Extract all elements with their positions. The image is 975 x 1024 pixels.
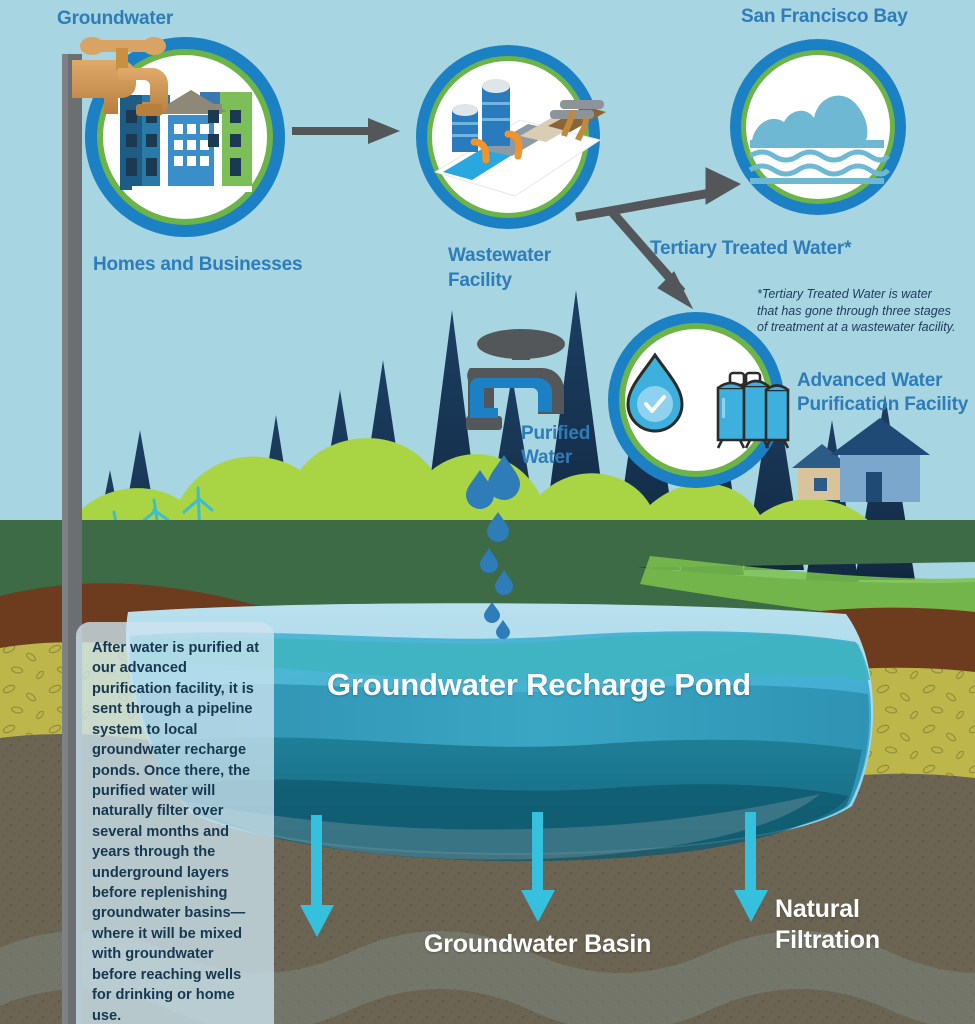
purified-water-droplets [466,455,520,639]
ocean-waves-icon [748,95,890,184]
down-arrow-icon [300,812,768,937]
circle-homes-and-businesses [72,37,285,237]
circle-advanced-water-purification-facility [608,312,790,488]
arrow-down-right-icon [608,209,694,310]
groundwater-recharge-pond [125,603,874,862]
label-tertiary-treated-water: Tertiary Treated Water* [650,238,852,259]
footnote-line-2: that has gone through three stages [757,303,951,318]
label-natural-filtration-line1: Natural [775,895,860,923]
label-wastewater-facility-line1: Wastewater [448,245,551,266]
label-advanced-water-line1: Advanced Water [797,370,943,391]
circle-san-francisco-bay [730,39,906,215]
explanation-text: After water is purified at our advanced … [92,640,260,1024]
label-homes-and-businesses: Homes and Businesses [93,254,303,275]
footnote-line-3: of treatment at a wastewater facility. [757,320,956,334]
explanation-textbox: After water is purified at our advanced … [76,622,274,1024]
label-purified-water-line2: Water [521,447,573,468]
label-groundwater: Groundwater [57,8,174,29]
label-natural-filtration-line2: Filtration [775,926,880,954]
footnote: *Tertiary Treated Water is water that ha… [757,286,972,336]
label-purified-water-line1: Purified [521,423,591,444]
arrow-right-icon [292,118,400,144]
label-groundwater-recharge-pond: Groundwater Recharge Pond [327,667,751,702]
label-san-francisco-bay: San Francisco Bay [741,6,908,27]
buildings-icon [120,90,252,192]
footnote-line-1: *Tertiary Treated Water is water [757,287,932,301]
droplet-check-icon [626,352,684,433]
treatment-basins-icon [433,79,606,197]
label-groundwater-basin: Groundwater Basin [424,930,652,958]
circle-wastewater-facility [416,45,606,229]
purified-water-faucet-icon [466,329,565,430]
digester-tanks [452,79,510,152]
label-advanced-water-line2: Purification Facility [797,394,969,415]
water-tanks-icon [716,371,790,449]
arrow-up-right-icon [575,167,742,222]
houses [792,418,930,502]
label-wastewater-facility-line2: Facility [448,270,512,291]
faucet-icon [72,37,168,116]
